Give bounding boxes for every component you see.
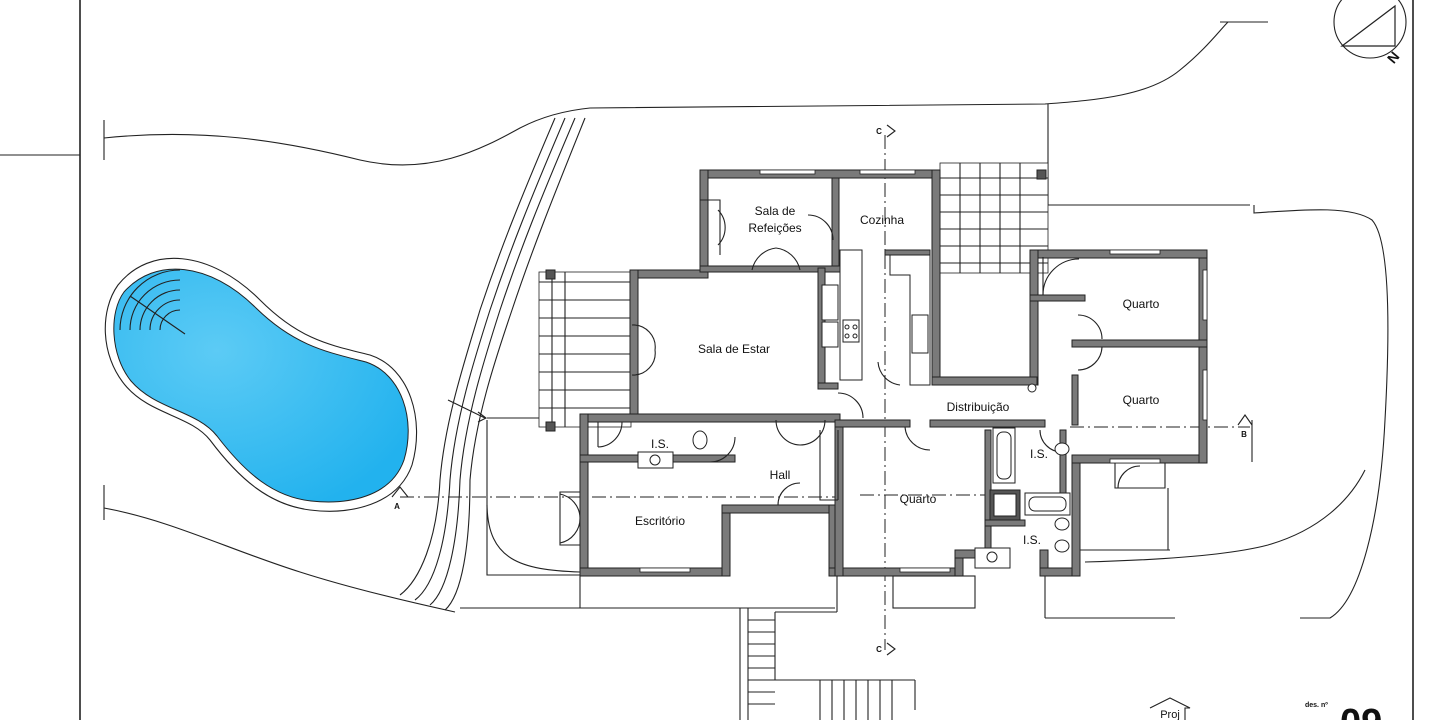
room-label-is-2: I.S. — [1030, 447, 1048, 461]
section-markers: A B C C — [394, 127, 1247, 654]
room-label-sala-estar: Sala de Estar — [698, 342, 770, 356]
pool-steps — [119, 269, 186, 335]
section-mark-a: A — [394, 502, 400, 511]
room-label-cozinha: Cozinha — [860, 213, 904, 227]
pergola-left — [538, 269, 632, 432]
north-arrow: N — [1333, 0, 1407, 66]
section-line-ab — [391, 414, 1253, 498]
north-label: N — [1384, 48, 1403, 66]
room-label-is-1: I.S. — [651, 437, 669, 451]
room-label-quarto-3: Quarto — [900, 492, 937, 506]
title-block: Proj des. nº 09 — [1149, 697, 1382, 720]
drawing-no-label: des. nº — [1305, 702, 1328, 709]
logo-text: Proj — [1160, 709, 1180, 720]
site-boundary — [103, 21, 1389, 619]
kitchen-counters — [821, 249, 931, 386]
swimming-pool — [104, 257, 418, 512]
interior-walls — [579, 177, 1208, 551]
doors — [559, 199, 1166, 546]
room-label-hall: Hall — [770, 468, 791, 482]
section-mark-c-bottom: C — [876, 645, 882, 654]
room-label-escritorio: Escritório — [635, 514, 685, 528]
windows — [639, 169, 1208, 573]
room-label-distribuicao: Distribuição — [947, 400, 1010, 414]
section-line-c — [884, 124, 896, 656]
garden-path — [399, 117, 586, 611]
drawing-number: 09 — [1340, 702, 1382, 720]
room-label-is-3: I.S. — [1023, 533, 1041, 547]
terraces-and-stairs — [460, 488, 1170, 720]
bathroom-fixtures — [637, 383, 1071, 569]
section-mark-b: B — [1241, 430, 1247, 439]
room-label-quarto-1: Quarto — [1123, 297, 1160, 311]
room-label-quarto-2: Quarto — [1123, 393, 1160, 407]
section-mark-c-top: C — [876, 127, 882, 136]
